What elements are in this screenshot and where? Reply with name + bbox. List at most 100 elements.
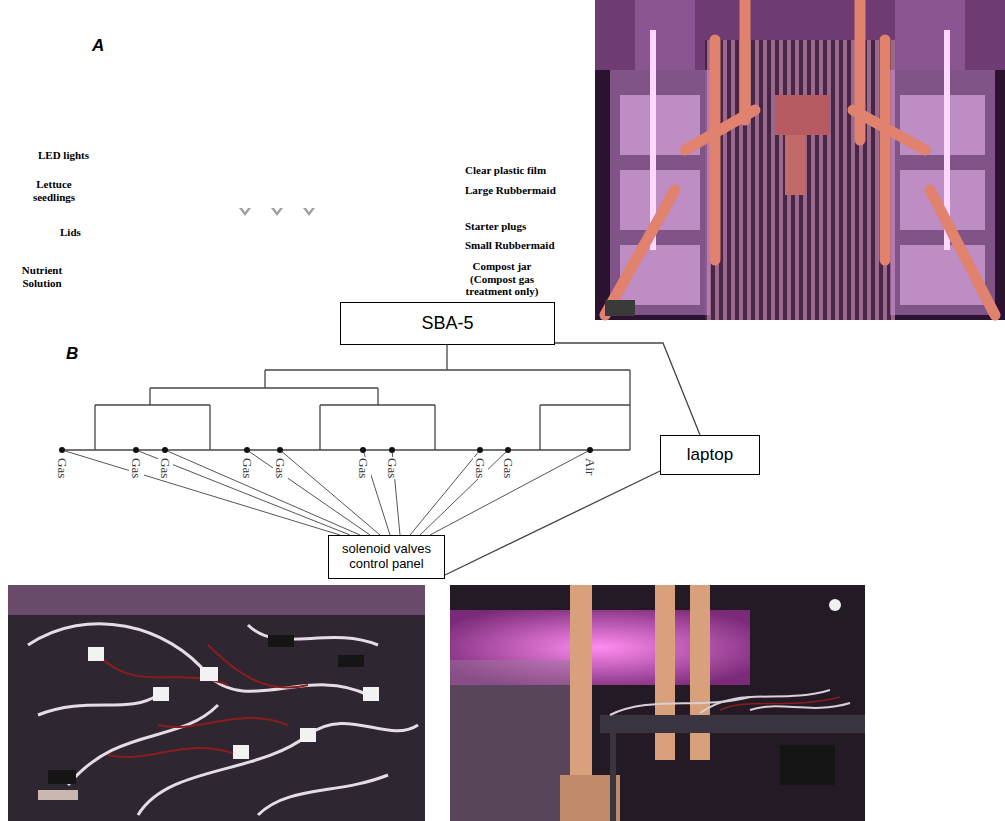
chamber-photo [605,300,635,316]
port-dots [477,447,483,453]
label-anchor: Gas [70,457,92,472]
tubing-photo [88,647,104,661]
manifold-lines [149,388,150,405]
port-label: Gas [356,457,371,479]
manifold-lines [62,449,630,450]
chamber-photo [635,0,695,70]
arrow-symbols [239,208,315,216]
chamber-photo [890,70,995,315]
port-label: Gas [473,457,488,479]
manifold-lines [209,405,210,450]
tubing-photo [233,745,249,759]
valve-wires [62,450,340,535]
tubing-photo [48,770,76,784]
label-anchor: Gas [173,457,195,472]
connector-line [555,343,700,435]
label-anchor: B [66,344,78,364]
tubing-photo [200,667,218,681]
label-anchor: Air [598,457,617,472]
part-label: Small Rubbermaid [465,239,555,252]
port-dots [360,447,366,453]
part-label: Starter plugs [465,220,526,233]
part-label: Nutrient Solution [10,264,74,289]
tubing-photo [8,585,425,821]
chamber-photo [895,0,965,70]
valve-wires [420,450,508,535]
chamber-photo [785,135,805,195]
chamber-photo [775,95,830,135]
tubing-photo [88,647,379,759]
tubing-photo [38,790,78,800]
manifold-lines [446,345,447,370]
tubing-photo [338,655,364,667]
label-anchor: Lettuce seedlings [25,178,83,203]
setup-photo [829,599,841,611]
label-anchor: Small Rubbermaid [465,239,555,252]
arrow-symbols [303,208,315,216]
manifold-lines [150,387,378,388]
label-anchor: Lids [60,226,81,239]
manifold-lines [539,405,540,450]
tubing-photo [28,624,418,815]
port-label: Gas [273,457,288,479]
manifold-lines [540,404,630,405]
tubing-photo [300,728,316,742]
port-dots [59,447,65,453]
port-dots [389,447,395,453]
tubing-photo [48,635,364,784]
valve-wires [136,450,350,535]
part-label: Lettuce seedlings [25,178,83,203]
manifold-lines [62,345,630,450]
port-dots [162,447,168,453]
port-dots [133,447,139,453]
tubing-photo [258,775,388,815]
setup-photo [450,660,570,821]
chamber-photo [605,0,995,315]
label-anchor: Gas [400,457,422,472]
chamber-photo [605,190,675,315]
setup-photo [655,585,675,760]
setup-photo [780,745,835,785]
setup-photo [450,585,865,821]
port-label: Air [583,457,598,476]
port-dots [587,447,593,453]
tubing-photo [363,687,379,701]
label-anchor: Gas [288,457,310,472]
chamber-photo [705,40,895,320]
port-label: Gas [501,457,516,479]
arrow-symbols [239,208,251,216]
tubing-photo [208,675,368,695]
part-label: Large Rubbermaid [465,184,556,197]
setup-photo [690,585,710,760]
connector-line [445,471,660,575]
part-label: Compost jar (Compost gas treatment only) [464,260,540,298]
computer-box: laptop [660,435,760,475]
label-anchor: Large Rubbermaid [465,184,556,197]
label-anchor: Starter plugs [465,220,526,233]
tubing-photo [138,735,308,815]
chamber-photo [595,0,1005,320]
manifold-lines [629,370,630,405]
manifold-lines [264,370,265,388]
node-text: laptop [687,445,733,465]
valve-wires [247,450,370,535]
tubing-photo [98,655,228,685]
label-anchor: LED lights [38,149,89,162]
part-label: LED lights [38,149,89,162]
manifold-lines [434,405,435,450]
valve-wires [62,450,590,535]
manifold-lines [320,404,435,405]
setup-photo [720,697,840,710]
chamber-photo [595,0,1005,320]
part-label: Clear plastic film [465,164,546,177]
port-label: Gas [158,457,173,479]
node-text: solenoid valves control panel [337,542,436,572]
manifold-lines [265,369,630,370]
tubing-photo [8,585,425,821]
valve-wires [280,450,380,535]
tubing-photo [153,687,169,701]
port-dots [277,447,283,453]
chamber-photo [740,0,751,120]
label-anchor: Clear plastic film [465,164,546,177]
